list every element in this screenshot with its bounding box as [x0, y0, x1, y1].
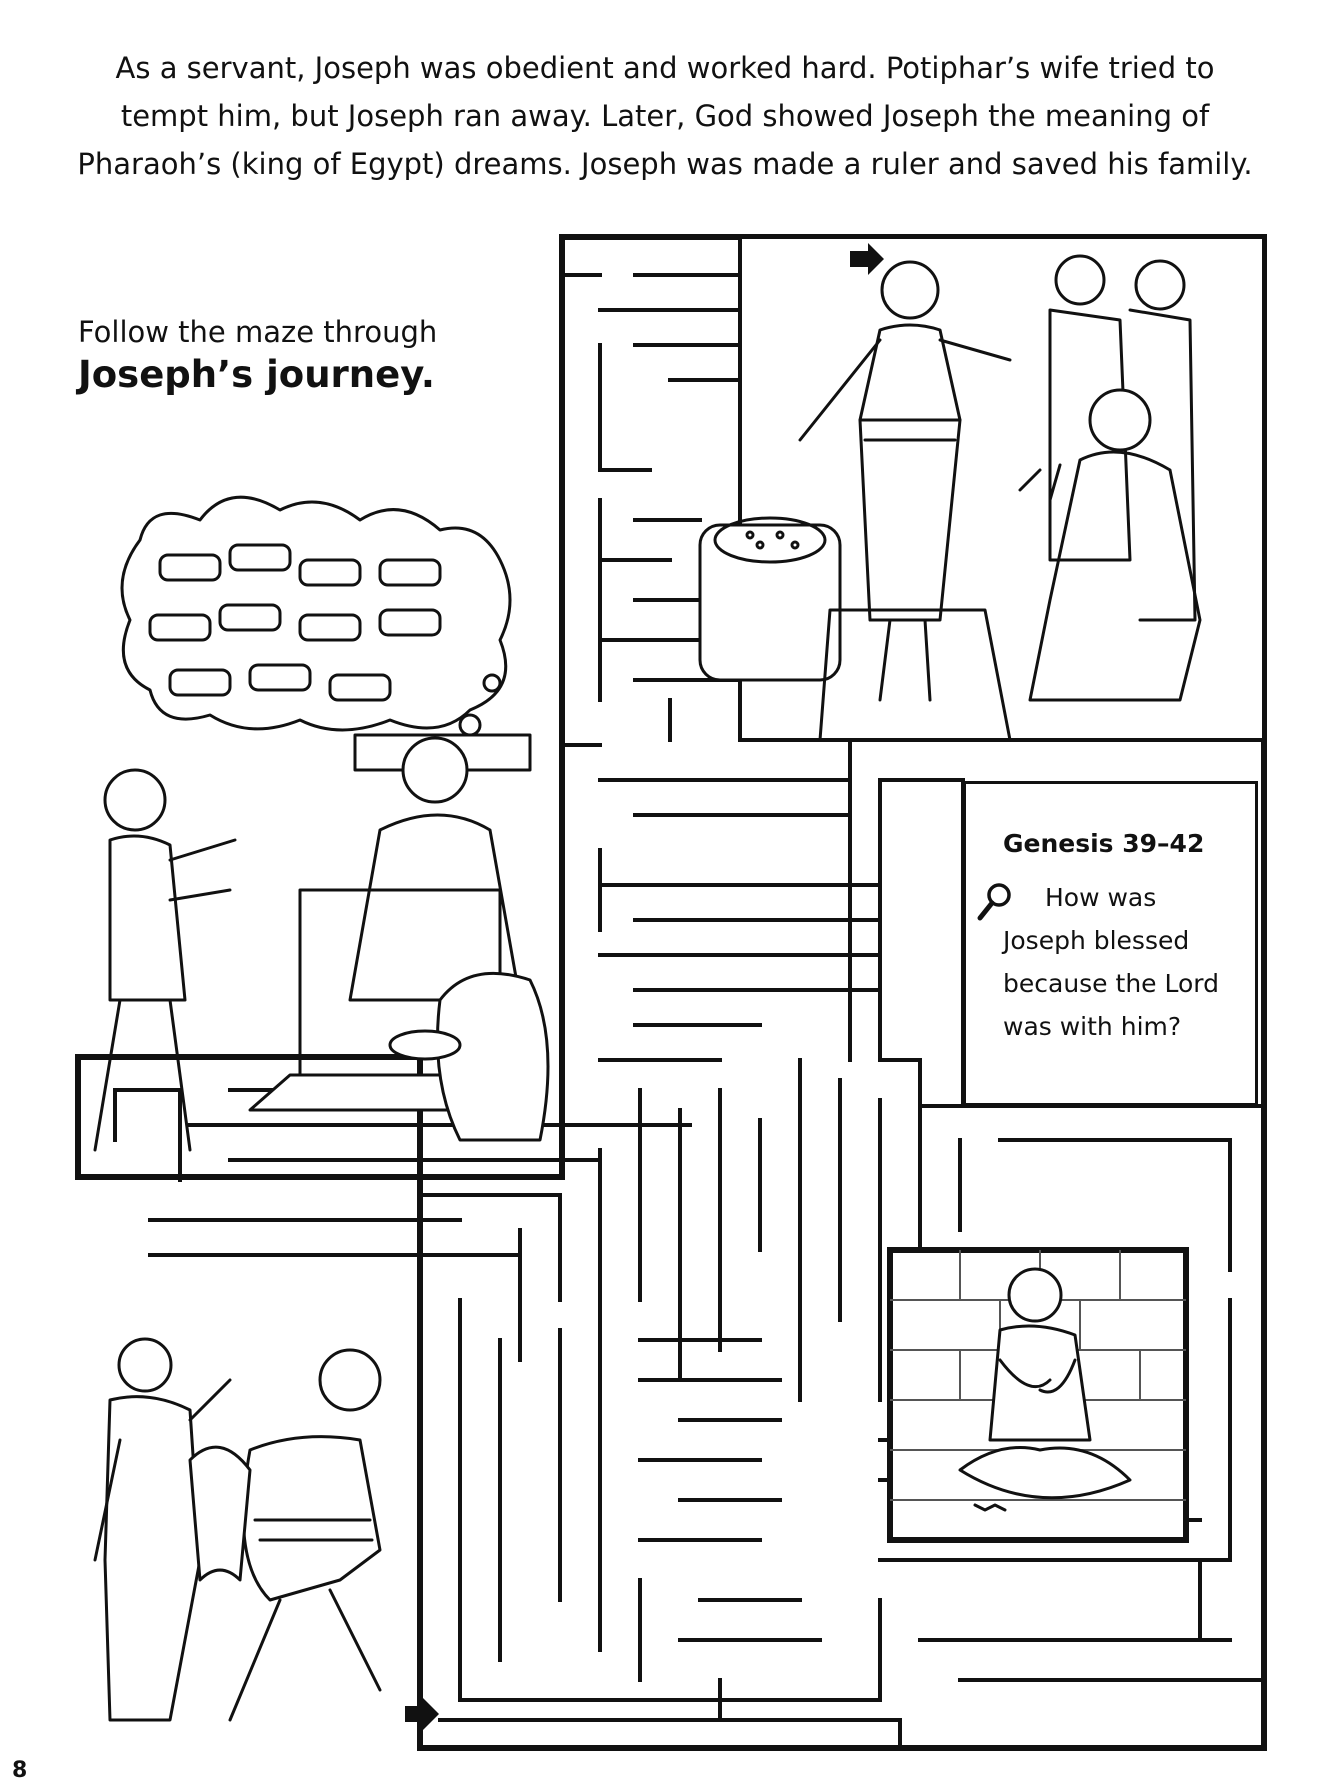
maze-end-arrow-icon	[405, 1698, 439, 1730]
page-number: 8	[12, 1758, 28, 1783]
question-line-1: How was	[1045, 883, 1157, 912]
scripture-reference: Genesis 39–42	[1003, 829, 1205, 858]
instructions-line: Follow the maze through	[78, 315, 438, 349]
joseph-prison-illustration	[887, 1247, 1189, 1543]
question-line-3: because the Lord	[1003, 969, 1219, 998]
pharaoh-dream-illustration	[93, 495, 550, 1152]
maze-start-arrow-icon	[850, 243, 884, 275]
joseph-ruler-illustration	[698, 235, 1266, 742]
intro-line-1: As a servant, Joseph was obedient and wo…	[115, 51, 1215, 85]
maze-instructions: Follow the maze through Joseph’s journey…	[78, 312, 437, 398]
scripture-question-box: Genesis 39–42 How was Joseph blessed bec…	[963, 781, 1258, 1106]
intro-paragraph: As a servant, Joseph was obedient and wo…	[40, 44, 1290, 188]
reflection-question: How was Joseph blessed because the Lord …	[977, 876, 1233, 1048]
instructions-title: Joseph’s journey.	[78, 353, 435, 396]
intro-line-2: tempt him, but Joseph ran away. Later, G…	[120, 99, 1210, 133]
magnifying-glass-icon	[977, 883, 1011, 921]
question-line-2: Joseph blessed	[1003, 926, 1190, 955]
joseph-flees-illustration	[93, 1337, 382, 1722]
intro-line-3: Pharaoh’s (king of Egypt) dreams. Joseph…	[77, 147, 1253, 181]
question-line-4: was with him?	[1003, 1012, 1182, 1041]
